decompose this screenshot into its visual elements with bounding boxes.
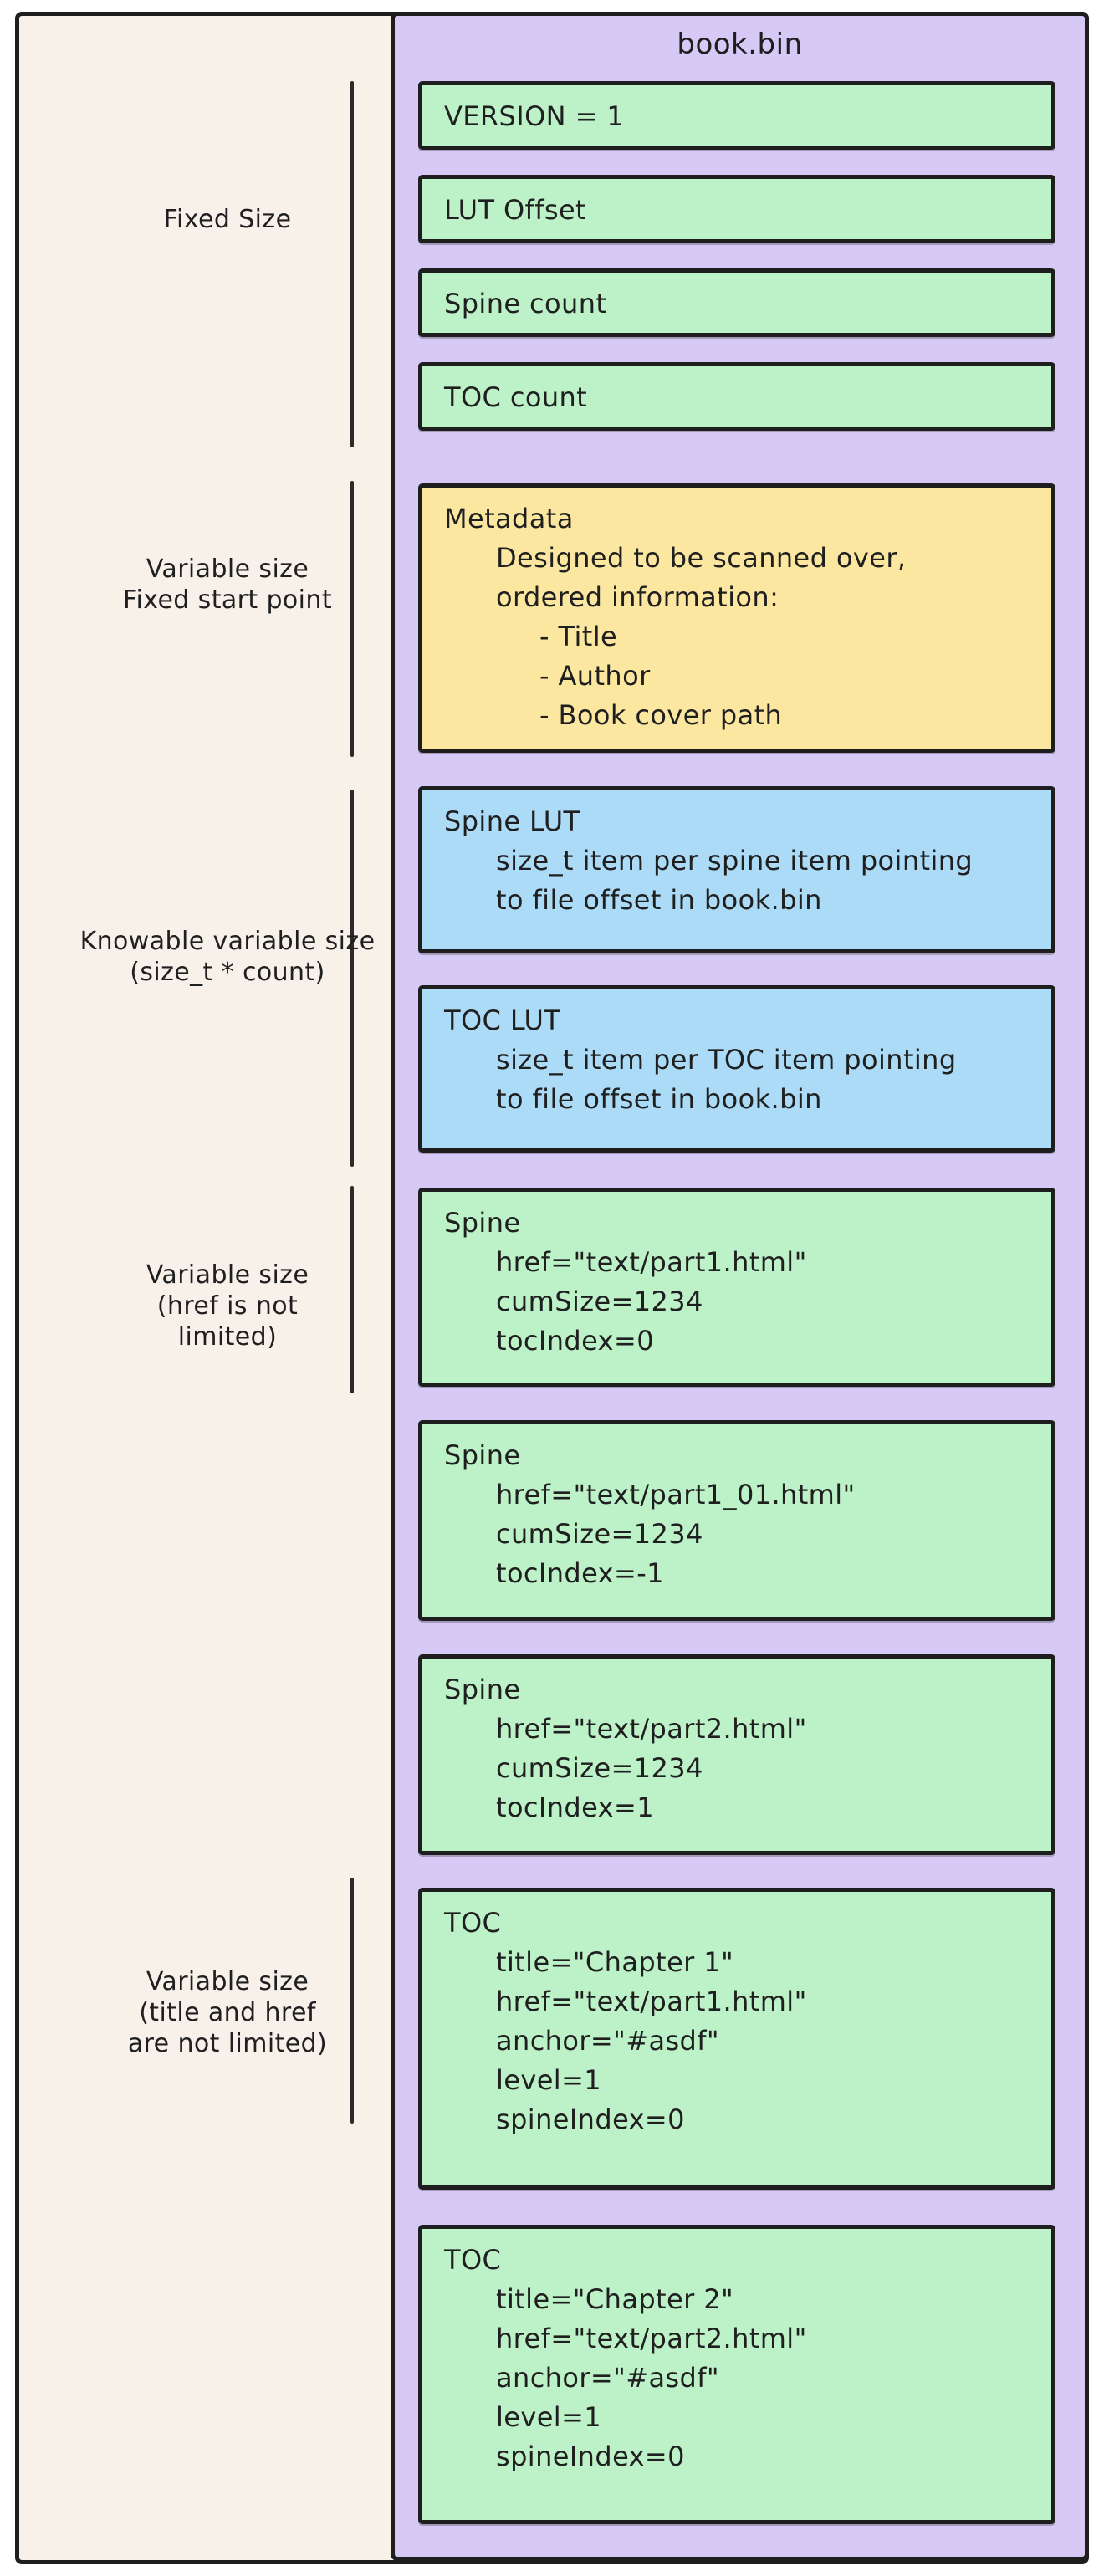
field-line: VERSION = 1 bbox=[444, 100, 625, 132]
bracket-line-knowable-variable-size bbox=[350, 790, 354, 1167]
field-line: title="Chapter 1" bbox=[496, 1946, 734, 1978]
size-label-knowable-variable-size: Knowable variable size(size_t * count) bbox=[77, 926, 378, 988]
field-line: anchor="#asdf" bbox=[496, 2362, 720, 2394]
size-label-fixed-size: Fixed Size bbox=[77, 204, 378, 235]
field-line: tocIndex=1 bbox=[496, 1791, 654, 1823]
size-label-line: limited) bbox=[177, 1322, 278, 1352]
field-line: Spine LUT bbox=[444, 805, 580, 837]
size-label-line: Knowable variable size bbox=[79, 927, 376, 956]
field-line: to file offset in book.bin bbox=[496, 1083, 822, 1115]
box-toc-1: TOC title="Chapter 1" href="text/part1.htm… bbox=[418, 1888, 1055, 2190]
box-spine-lut: Spine LUT size_t item per spine item poin… bbox=[418, 786, 1055, 953]
field-line: TOC bbox=[444, 1907, 502, 1939]
bracket-line-variable-size-fixed-start bbox=[350, 481, 354, 757]
box-toc-lut: TOC LUT size_t item per TOC item pointing… bbox=[418, 985, 1055, 1153]
field-line: ordered information: bbox=[496, 581, 779, 613]
field-line: href="text/part1.html" bbox=[496, 1246, 807, 1278]
box-spine-3: Spine href="text/part2.html" cumSize=1234 t… bbox=[418, 1654, 1055, 1855]
field-line: href="text/part2.html" bbox=[496, 2323, 807, 2354]
field-line: tocIndex=0 bbox=[496, 1325, 654, 1357]
box-spine-1: Spine href="text/part1.html" cumSize=1234 t… bbox=[418, 1188, 1055, 1387]
box-version: VERSION = 1 bbox=[418, 81, 1055, 150]
field-line: title="Chapter 2" bbox=[496, 2283, 734, 2315]
field-line: Spine bbox=[444, 1439, 521, 1471]
field-line: href="text/part1_01.html" bbox=[496, 1479, 856, 1510]
field-line: anchor="#asdf" bbox=[496, 2025, 720, 2057]
field-line: level=1 bbox=[496, 2064, 602, 2096]
field-line: Designed to be scanned over, bbox=[496, 542, 907, 574]
field-line: size_t item per TOC item pointing bbox=[496, 1044, 957, 1076]
size-label-line: Variable size bbox=[146, 555, 309, 584]
field-line: cumSize=1234 bbox=[496, 1752, 703, 1784]
box-toc-2: TOC title="Chapter 2" href="text/part2.htm… bbox=[418, 2225, 1055, 2524]
field-line: href="text/part1.html" bbox=[496, 1986, 807, 2017]
field-line: TOC LUT bbox=[444, 1004, 561, 1036]
field-line: - Title bbox=[539, 621, 618, 652]
field-line: TOC bbox=[444, 2244, 502, 2276]
size-label-line: Fixed start point bbox=[123, 585, 332, 615]
size-label-line: are not limited) bbox=[127, 2029, 328, 2058]
box-toc-count: TOC count bbox=[418, 362, 1055, 431]
field-line: TOC count bbox=[444, 381, 588, 413]
size-label-line: Fixed Size bbox=[163, 205, 292, 234]
field-line: LUT Offset bbox=[444, 194, 586, 226]
size-label-line: Variable size bbox=[146, 1260, 309, 1290]
bracket-line-fixed-size bbox=[350, 81, 354, 447]
field-line: - Author bbox=[539, 660, 651, 692]
field-line: Spine bbox=[444, 1207, 521, 1239]
field-line: spineIndex=0 bbox=[496, 2103, 685, 2135]
field-line: Metadata bbox=[444, 503, 574, 534]
box-spine-count: Spine count bbox=[418, 268, 1055, 337]
field-line: Spine bbox=[444, 1674, 521, 1705]
size-label-line: (title and href bbox=[139, 1998, 316, 2027]
bracket-line-variable-size-href bbox=[350, 1186, 354, 1393]
field-line: to file offset in book.bin bbox=[496, 884, 822, 916]
field-line: - Book cover path bbox=[539, 699, 783, 731]
field-line: level=1 bbox=[496, 2401, 602, 2433]
field-line: size_t item per spine item pointing bbox=[496, 845, 974, 877]
bracket-line-variable-size-title-href bbox=[350, 1878, 354, 2124]
size-label-line: (href is not bbox=[156, 1291, 299, 1321]
size-label-line: (size_t * count) bbox=[130, 958, 325, 987]
field-line: Spine count bbox=[444, 288, 607, 319]
field-line: cumSize=1234 bbox=[496, 1518, 703, 1550]
box-spine-2: Spine href="text/part1_01.html" cumSize=12… bbox=[418, 1420, 1055, 1621]
container-title: book.bin bbox=[677, 28, 803, 61]
field-line: spineIndex=0 bbox=[496, 2441, 685, 2472]
field-line: cumSize=1234 bbox=[496, 1285, 703, 1317]
box-lut-offset: LUT Offset bbox=[418, 175, 1055, 243]
field-line: tocIndex=-1 bbox=[496, 1557, 664, 1589]
field-line: href="text/part2.html" bbox=[496, 1713, 807, 1745]
size-label-line: Variable size bbox=[146, 1967, 309, 1996]
